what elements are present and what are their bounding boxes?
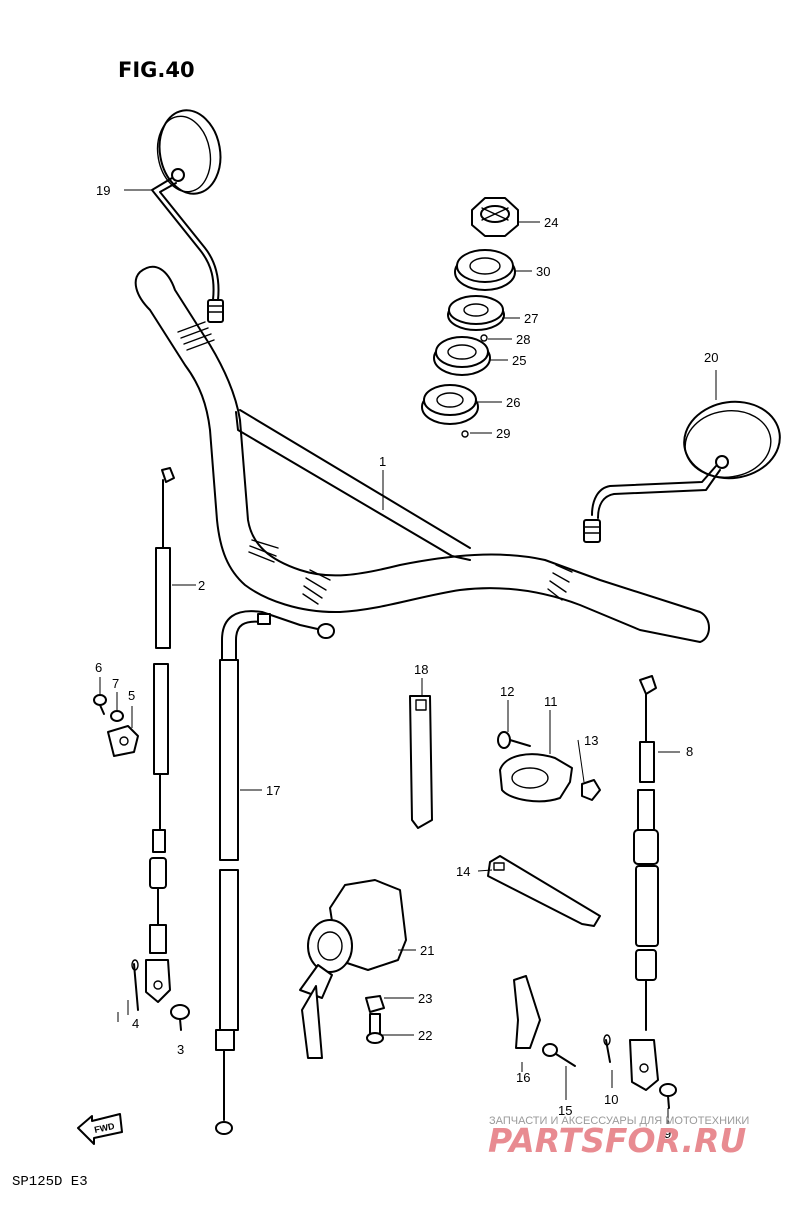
throttle-cable-part-2	[145, 467, 175, 1003]
mirror-right-part-20	[583, 400, 781, 543]
label-part-7: 7	[112, 676, 119, 691]
label-part-23: 23	[418, 991, 432, 1006]
forward-arrow-icon: FWD	[77, 1113, 123, 1145]
label-part-9: 9	[664, 1126, 671, 1141]
label-part-22: 22	[418, 1028, 432, 1043]
ignition-switch-part-21	[299, 879, 407, 1059]
washer-part-27	[447, 295, 505, 331]
mirror-left-part-19	[151, 109, 224, 323]
cotter-pin-part-4	[131, 959, 139, 1011]
bearing-race-part-25	[433, 336, 491, 376]
label-part-6: 6	[95, 660, 102, 675]
figure-title: FIG.40	[118, 58, 195, 82]
label-part-19: 19	[96, 183, 110, 198]
clamp-part-11	[499, 753, 573, 803]
label-part-21: 21	[420, 943, 434, 958]
label-part-14: 14	[456, 864, 470, 879]
bolt-part-12	[497, 731, 531, 749]
fwd-label: FWD	[93, 1121, 116, 1135]
screw-part-6	[93, 694, 107, 715]
label-part-12: 12	[500, 684, 514, 699]
screw-part-3	[170, 1004, 190, 1031]
label-part-11: 11	[544, 694, 558, 709]
handlebar-part-1	[134, 265, 710, 643]
bearing-race-part-26	[421, 384, 479, 425]
label-part-1: 1	[379, 454, 386, 469]
strap-part-18	[409, 695, 433, 829]
ball-part-28	[480, 334, 488, 342]
ball-part-29	[461, 430, 469, 438]
watermark-tagline: ЗАПЧАСТИ И АКСЕССУАРЫ ДЛЯ МОТОТЕХНИКИ	[489, 1115, 749, 1127]
label-part-27: 27	[524, 311, 538, 326]
label-part-30: 30	[536, 264, 550, 279]
label-part-3: 3	[177, 1042, 184, 1057]
bolt-part-15	[542, 1043, 576, 1067]
model-code: SP125D E3	[12, 1174, 88, 1190]
label-part-8: 8	[686, 744, 693, 759]
label-part-28: 28	[516, 332, 530, 347]
nut-part-23	[365, 995, 385, 1013]
label-part-5: 5	[128, 688, 135, 703]
screw-part-9	[659, 1083, 677, 1109]
strap-part-14	[487, 855, 601, 927]
label-part-20: 20	[704, 350, 718, 365]
dust-seal-part-30	[454, 249, 516, 291]
label-part-4: 4	[132, 1016, 139, 1031]
label-part-17: 17	[266, 783, 280, 798]
watermark-logo: PARTSFOR.RU	[488, 1121, 746, 1160]
nut-part-13	[581, 779, 601, 801]
stem-nut-part-24	[471, 197, 519, 237]
label-part-25: 25	[512, 353, 526, 368]
label-part-16: 16	[516, 1070, 530, 1085]
washer-part-7	[110, 710, 124, 722]
brake-cable-part-8	[629, 675, 659, 1091]
leader-lines	[99, 189, 717, 1124]
label-part-10: 10	[604, 1092, 618, 1107]
label-part-15: 15	[558, 1103, 572, 1118]
cable-part-17	[215, 610, 335, 1135]
cotter-pin-part-10	[603, 1034, 611, 1063]
label-part-26: 26	[506, 395, 520, 410]
label-part-24: 24	[544, 215, 558, 230]
watermark: ЗАПЧАСТИ И АКСЕССУАРЫ ДЛЯ МОТОТЕХНИКИ PA…	[488, 1115, 749, 1160]
bolt-part-22	[366, 1013, 384, 1044]
part-number-labels: 1 2 3 4 5 6 7 8 9 10 11 12 13 14 15 16 1…	[95, 183, 718, 1141]
label-part-18: 18	[414, 662, 428, 677]
label-part-2: 2	[198, 578, 205, 593]
label-part-29: 29	[496, 426, 510, 441]
holder-part-5	[107, 725, 139, 757]
bracket-part-16	[513, 975, 541, 1049]
label-part-13: 13	[584, 733, 598, 748]
